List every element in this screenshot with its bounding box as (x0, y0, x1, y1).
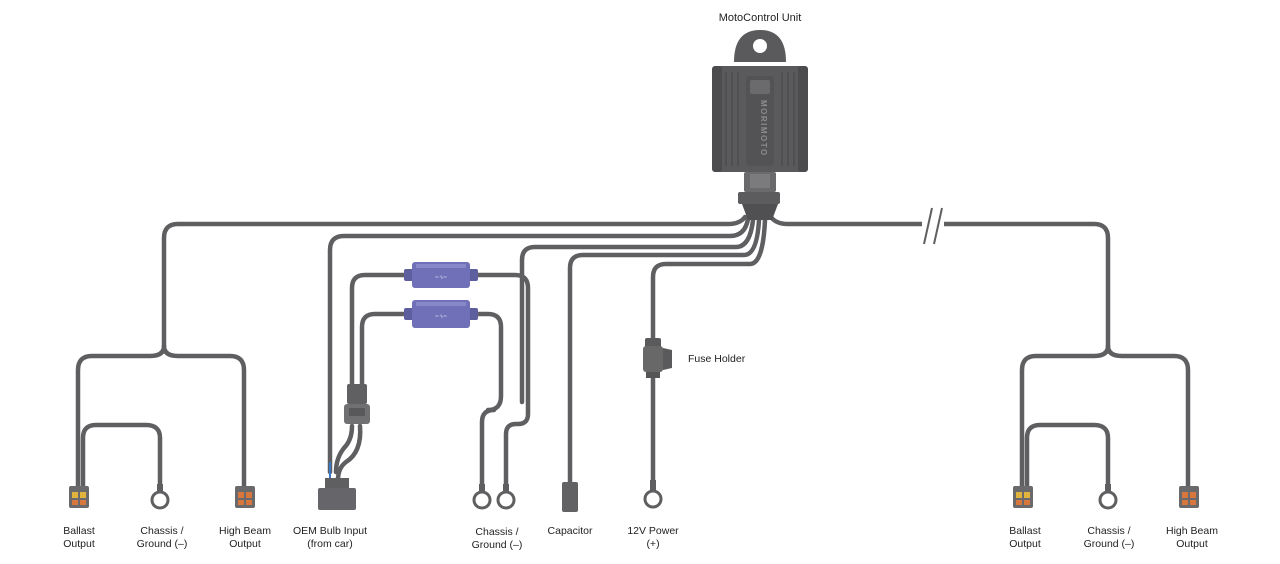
label-line: Capacitor (547, 525, 593, 537)
label-line: OEM Bulb Input (292, 525, 368, 537)
ballast-connector-right (1013, 486, 1033, 508)
label-chassis-left: Chassis / Ground (–) (120, 525, 204, 551)
label-line: (+) (646, 538, 660, 550)
label-line: 12V Power (627, 525, 679, 537)
svg-text:MORIMOTO: MORIMOTO (759, 100, 768, 157)
ballast-connector-left (69, 486, 89, 508)
label-line: Output (63, 538, 95, 550)
label-line: Output (229, 538, 261, 550)
cable-break-mark (922, 207, 944, 245)
ground-ring-right (1098, 484, 1118, 510)
label-line: Ground (–) (1083, 538, 1135, 550)
label-line: Chassis / (475, 526, 519, 538)
fuse-holder (643, 338, 672, 378)
label-line: Ballast (63, 525, 95, 537)
load-resistor-top: ≈∿≈ (404, 262, 478, 288)
ground-ring-left (150, 484, 170, 510)
ground-ring-mid-2 (496, 484, 516, 510)
label-line: High Beam (219, 525, 271, 537)
label-line: Ballast (1009, 525, 1041, 537)
label-12v-power: 12V Power (+) (613, 525, 693, 551)
label-highbeam-left: High Beam Output (205, 525, 285, 551)
label-ballast-left: Ballast Output (44, 525, 114, 551)
power-ring (643, 480, 663, 509)
label-line: Ground (–) (471, 539, 523, 551)
label-line: Output (1009, 538, 1041, 550)
load-resistor-bottom: ≈∿≈ (404, 300, 478, 328)
svg-text:≈∿≈: ≈∿≈ (435, 275, 447, 281)
highbeam-connector-right (1179, 486, 1199, 508)
label-line: Chassis / (1087, 525, 1131, 537)
fuse-holder-label: Fuse Holder (688, 353, 746, 365)
label-ballast-right: Ballast Output (990, 525, 1060, 551)
label-highbeam-right: High Beam Output (1152, 525, 1232, 551)
label-capacitor: Capacitor (535, 525, 605, 538)
label-chassis-mid: Chassis / Ground (–) (455, 526, 539, 552)
label-line: Chassis / (140, 525, 184, 537)
highbeam-connector-left (235, 486, 255, 508)
ground-ring-mid-1 (472, 484, 492, 510)
svg-text:≈∿≈: ≈∿≈ (435, 314, 447, 320)
label-chassis-right: Chassis / Ground (–) (1067, 525, 1151, 551)
label-oem-input: OEM Bulb Input (from car) (280, 525, 380, 551)
capacitor (562, 482, 578, 512)
label-line: Ground (–) (136, 538, 188, 550)
oem-bulb-plug (318, 462, 356, 510)
label-line: High Beam (1166, 525, 1218, 537)
motocontrol-unit: MORIMOTO (712, 30, 808, 220)
label-line: (from car) (307, 538, 353, 550)
label-line: Output (1176, 538, 1208, 550)
wire-bundle (75, 214, 1191, 493)
inline-connector (344, 384, 370, 424)
unit-title: MotoControl Unit (718, 12, 802, 24)
